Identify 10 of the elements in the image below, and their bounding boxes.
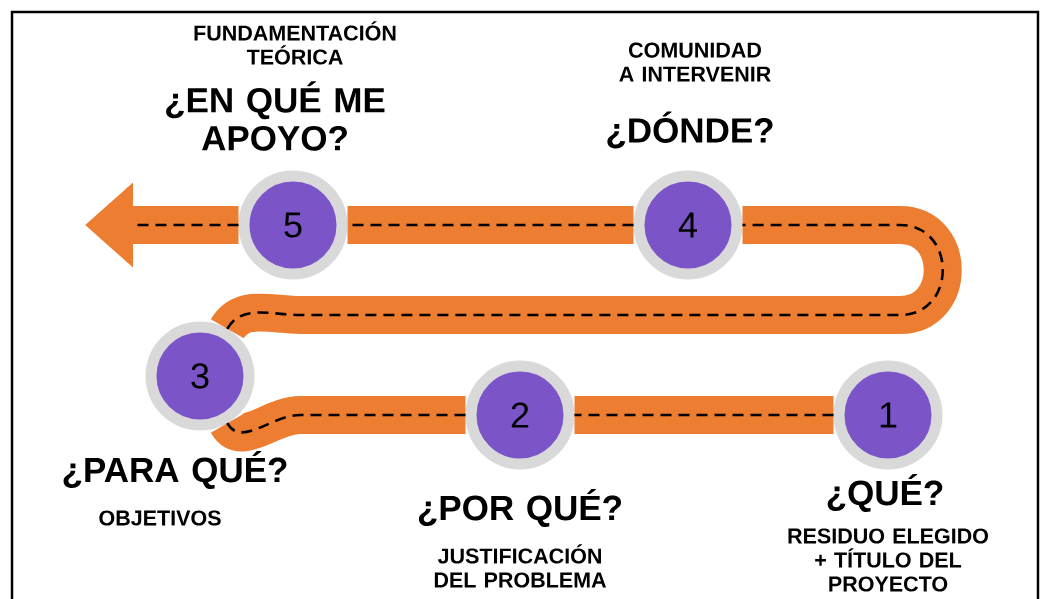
caption-text: FUNDAMENTACIÓN TEÓRICA	[194, 21, 396, 65]
question-heading: ¿EN QUÉ ME APOYO?	[166, 81, 385, 151]
caption-text: JUSTIFICACIÓN DEL PROBLEMA	[434, 544, 607, 588]
question-heading: ¿QUÉ?	[827, 474, 943, 512]
question-heading: ¿PARA QUÉ?	[63, 451, 287, 489]
caption-text: COMUNIDAD A INTERVENIR	[619, 42, 771, 82]
question-heading: ¿DÓNDE?	[607, 111, 773, 149]
caption-text: RESIDUO ELEGIDO + TÍTULO DEL PROYECTO	[788, 528, 989, 592]
question-heading: ¿POR QUÉ?	[418, 489, 622, 527]
caption-text: OBJETIVOS	[99, 510, 221, 526]
